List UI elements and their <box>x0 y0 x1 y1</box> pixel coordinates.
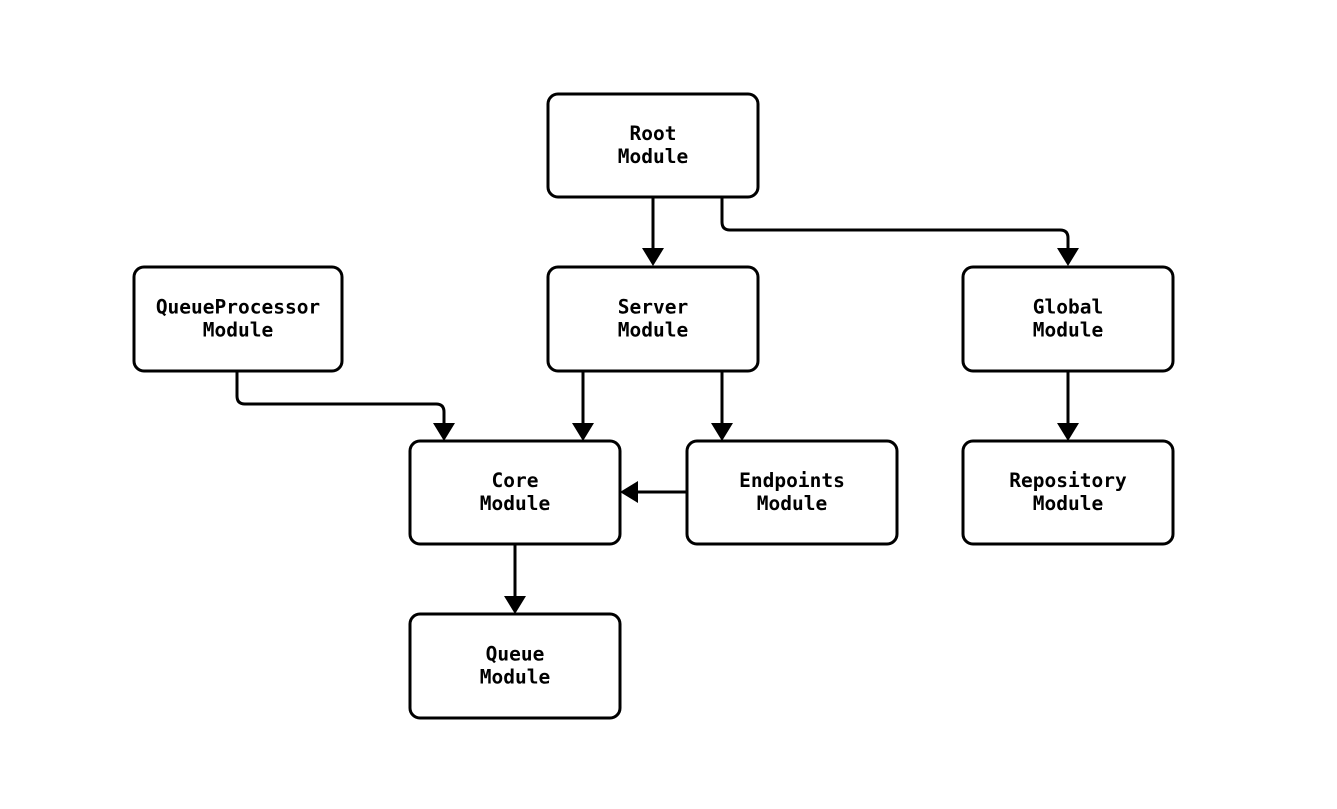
queueprocessor-module-label-line1: QueueProcessor <box>156 296 320 319</box>
queue-module-label-line1: Queue <box>486 643 545 666</box>
queue-module-label-line2: Module <box>480 666 550 689</box>
queueprocessor-module-box[interactable] <box>132 265 344 373</box>
root-module-label-line2: Module <box>618 145 688 168</box>
edge-server-to-core <box>572 371 594 441</box>
core-module-label-line2: Module <box>480 492 550 515</box>
edge-global-to-repository <box>1057 371 1079 441</box>
nodes-layer: RootModuleQueueProcessorModuleServerModu… <box>132 92 1175 720</box>
root-module-label-line1: Root <box>630 122 677 145</box>
endpoints-module-label-line1: Endpoints <box>739 469 845 492</box>
edge-endpoints-to-core-arrowhead-icon <box>620 481 638 503</box>
edge-queueprocessor-to-core-line <box>235 371 446 423</box>
edge-core-to-queue-arrowhead-icon <box>504 596 526 614</box>
edges-layer <box>235 197 1079 614</box>
server-module-label-line1: Server <box>618 296 688 319</box>
edge-root-to-global-arrowhead-icon <box>1057 248 1079 266</box>
repository-module-box[interactable] <box>961 439 1175 546</box>
endpoints-module-box[interactable] <box>685 439 899 546</box>
edge-root-to-global-line <box>720 197 1070 248</box>
edge-server-to-endpoints-arrowhead-icon <box>711 423 733 441</box>
global-module-label-line2: Module <box>1033 319 1103 342</box>
repository-module-label-line2: Module <box>1033 492 1103 515</box>
root-module-box[interactable] <box>546 92 760 199</box>
global-module-label-line1: Global <box>1033 296 1103 319</box>
edge-root-to-server <box>642 197 664 266</box>
endpoints-module-label-line2: Module <box>757 492 827 515</box>
core-module-box[interactable] <box>408 439 622 546</box>
edge-server-to-core-arrowhead-icon <box>572 423 594 441</box>
core-module-label-line1: Core <box>492 469 539 492</box>
edge-core-to-queue <box>504 544 526 614</box>
queueprocessor-module-label-line2: Module <box>203 319 273 342</box>
server-module-label-line2: Module <box>618 319 688 342</box>
edge-queueprocessor-to-core-arrowhead-icon <box>433 423 455 441</box>
edge-queueprocessor-to-core <box>235 371 455 441</box>
repository-module-label-line1: Repository <box>1009 469 1127 492</box>
edge-root-to-global <box>720 197 1079 266</box>
edge-global-to-repository-arrowhead-icon <box>1057 423 1079 441</box>
queue-module-box[interactable] <box>408 612 622 720</box>
edge-root-to-server-arrowhead-icon <box>642 248 664 266</box>
server-module-box[interactable] <box>546 265 760 373</box>
edge-endpoints-to-core <box>620 481 687 503</box>
global-module-box[interactable] <box>961 265 1175 373</box>
edge-server-to-endpoints <box>711 371 733 441</box>
